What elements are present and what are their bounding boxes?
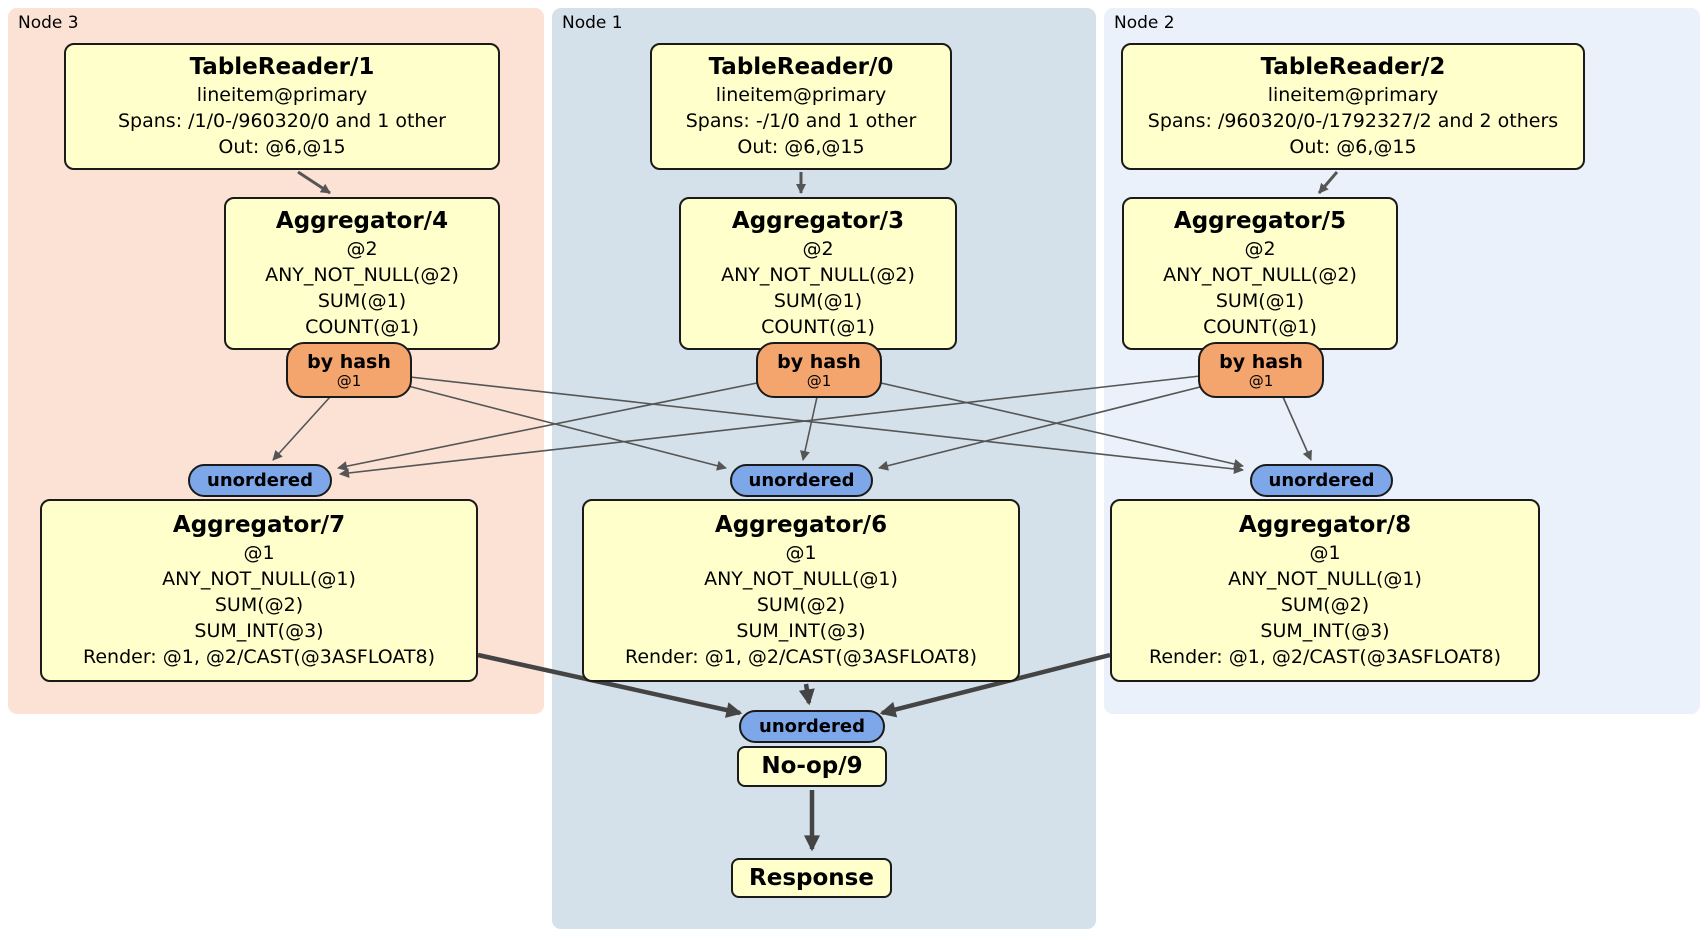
aggregator-fn: SUM(@2) xyxy=(756,594,846,616)
processor-title: Aggregator/3 xyxy=(731,208,905,234)
aggregator-fn: ANY_NOT_NULL(@2) xyxy=(265,264,459,286)
aggregator-fn: ANY_NOT_NULL(@2) xyxy=(1163,264,1357,286)
aggregator-fn: SUM_INT(@3) xyxy=(1260,620,1390,642)
processor-aggregator-5: Aggregator/5 @2 ANY_NOT_NULL(@2) SUM(@1)… xyxy=(1122,197,1398,350)
processor-tablereader-1: TableReader/1 lineitem@primary Spans: /1… xyxy=(64,43,500,170)
aggregator-group-cols: @2 xyxy=(1244,238,1276,260)
aggregator-fn: SUM_INT(@3) xyxy=(736,620,866,642)
sync-label: unordered xyxy=(759,716,865,737)
processor-spans: Spans: -/1/0 and 1 other xyxy=(685,110,917,132)
processor-spans: Spans: /960320/0-/1792327/2 and 2 others xyxy=(1147,110,1559,132)
sync-unordered-node2: unordered xyxy=(1250,464,1393,497)
aggregator-fn: SUM_INT(@3) xyxy=(194,620,324,642)
processor-aggregator-4: Aggregator/4 @2 ANY_NOT_NULL(@2) SUM(@1)… xyxy=(224,197,500,350)
processor-title: Aggregator/8 xyxy=(1238,512,1412,538)
aggregator-fn: SUM(@1) xyxy=(317,290,407,312)
response-box: Response xyxy=(731,858,892,898)
processor-out: Out: @6,@15 xyxy=(1289,136,1417,158)
processor-index: lineitem@primary xyxy=(1267,84,1439,106)
aggregator-fn: SUM(@1) xyxy=(1215,290,1305,312)
router-by-hash-node1: by hash @1 xyxy=(756,342,882,398)
processor-aggregator-6: Aggregator/6 @1 ANY_NOT_NULL(@1) SUM(@2)… xyxy=(582,499,1020,682)
sync-unordered-output: unordered xyxy=(739,710,885,743)
aggregator-fn: ANY_NOT_NULL(@1) xyxy=(162,568,356,590)
response-title: Response xyxy=(749,864,874,891)
region-label-node-1: Node 1 xyxy=(562,13,623,33)
processor-index: lineitem@primary xyxy=(196,84,368,106)
sync-label: unordered xyxy=(1268,470,1375,491)
processor-title: TableReader/1 xyxy=(189,54,375,80)
router-label: by hash xyxy=(777,350,861,373)
router-by-hash-node3: by hash @1 xyxy=(286,342,412,398)
aggregator-group-cols: @1 xyxy=(243,542,275,564)
aggregator-group-cols: @2 xyxy=(346,238,378,260)
processor-tablereader-0: TableReader/0 lineitem@primary Spans: -/… xyxy=(650,43,952,170)
processor-title: Aggregator/6 xyxy=(714,512,888,538)
processor-aggregator-7: Aggregator/7 @1 ANY_NOT_NULL(@1) SUM(@2)… xyxy=(40,499,478,682)
processor-aggregator-8: Aggregator/8 @1 ANY_NOT_NULL(@1) SUM(@2)… xyxy=(1110,499,1540,682)
sync-unordered-node1: unordered xyxy=(730,464,873,497)
aggregator-render: Render: @1, @2/CAST(@3ASFLOAT8) xyxy=(625,646,977,668)
region-label-node-2: Node 2 xyxy=(1114,13,1175,33)
aggregator-fn: COUNT(@1) xyxy=(761,316,875,338)
processor-title: TableReader/2 xyxy=(1260,54,1446,80)
aggregator-fn: COUNT(@1) xyxy=(1203,316,1317,338)
aggregator-fn: ANY_NOT_NULL(@1) xyxy=(1228,568,1422,590)
router-label: by hash xyxy=(307,350,391,373)
processor-aggregator-3: Aggregator/3 @2 ANY_NOT_NULL(@2) SUM(@1)… xyxy=(679,197,957,350)
router-detail: @1 xyxy=(336,371,362,390)
processor-out: Out: @6,@15 xyxy=(737,136,865,158)
processor-title: Aggregator/4 xyxy=(275,208,449,234)
router-label: by hash xyxy=(1219,350,1303,373)
processor-title: TableReader/0 xyxy=(708,54,894,80)
aggregator-render: Render: @1, @2/CAST(@3ASFLOAT8) xyxy=(1149,646,1501,668)
processor-noop-9: No-op/9 xyxy=(737,746,887,787)
aggregator-fn: SUM(@2) xyxy=(1280,594,1370,616)
router-by-hash-node2: by hash @1 xyxy=(1198,342,1324,398)
aggregator-group-cols: @2 xyxy=(802,238,834,260)
router-detail: @1 xyxy=(1248,371,1274,390)
aggregator-fn: ANY_NOT_NULL(@2) xyxy=(721,264,915,286)
processor-title: No-op/9 xyxy=(761,753,863,779)
sync-label: unordered xyxy=(748,470,855,491)
processor-index: lineitem@primary xyxy=(715,84,887,106)
aggregator-group-cols: @1 xyxy=(1309,542,1341,564)
region-label-node-3: Node 3 xyxy=(18,13,79,33)
aggregator-group-cols: @1 xyxy=(785,542,817,564)
aggregator-fn: SUM(@1) xyxy=(773,290,863,312)
processor-spans: Spans: /1/0-/960320/0 and 1 other xyxy=(118,110,446,132)
processor-title: Aggregator/5 xyxy=(1173,208,1347,234)
aggregator-fn: SUM(@2) xyxy=(214,594,304,616)
sync-unordered-node3: unordered xyxy=(188,464,332,497)
processor-tablereader-2: TableReader/2 lineitem@primary Spans: /9… xyxy=(1121,43,1585,170)
processor-out: Out: @6,@15 xyxy=(218,136,346,158)
aggregator-fn: COUNT(@1) xyxy=(305,316,419,338)
aggregator-render: Render: @1, @2/CAST(@3ASFLOAT8) xyxy=(83,646,435,668)
processor-title: Aggregator/7 xyxy=(172,512,346,538)
sync-label: unordered xyxy=(207,470,313,491)
router-detail: @1 xyxy=(806,371,832,390)
aggregator-fn: ANY_NOT_NULL(@1) xyxy=(704,568,898,590)
